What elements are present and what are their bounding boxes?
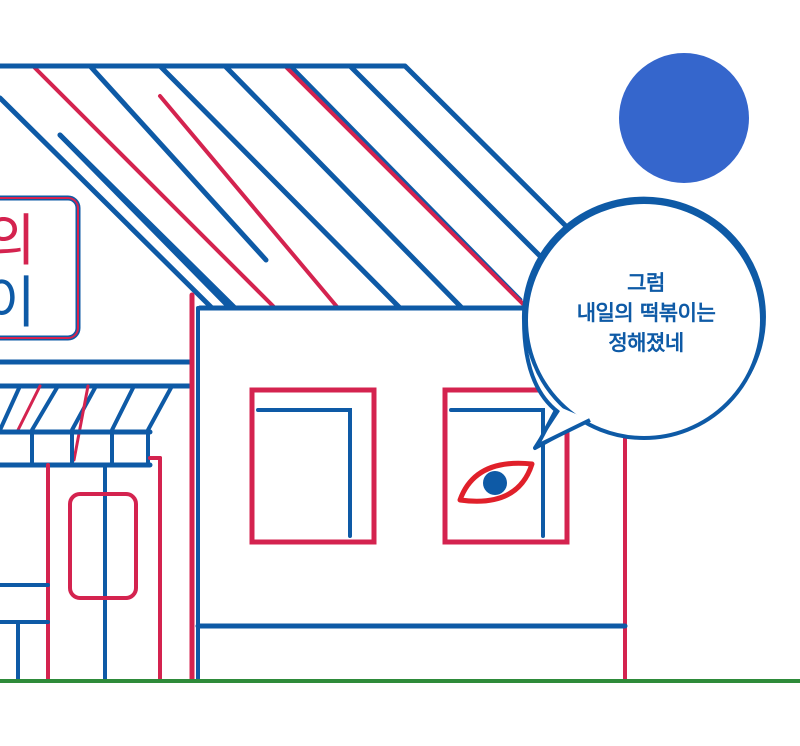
- eye-icon: [457, 460, 535, 504]
- window-left: [249, 387, 377, 545]
- window-right: [442, 387, 570, 545]
- sign-glyph-top: 의: [0, 209, 36, 274]
- speech-bubble-text: 그럼 내일의 떡볶이는 정해졌네: [530, 268, 762, 358]
- bubble-line-3: 정해졌네: [608, 331, 684, 355]
- sign-glyph-bottom: 이: [0, 271, 36, 336]
- shop-sign: 의 이: [0, 195, 81, 341]
- roof: [0, 63, 593, 311]
- shop-front: [0, 292, 195, 683]
- awning: [0, 359, 193, 468]
- bubble-line-2: 내일의 떡볶이는: [576, 301, 716, 325]
- bubble-line-1: 그럼: [627, 271, 665, 295]
- sun-icon: [619, 53, 749, 183]
- speech-bubble: [521, 196, 766, 450]
- house-walls: [195, 306, 628, 682]
